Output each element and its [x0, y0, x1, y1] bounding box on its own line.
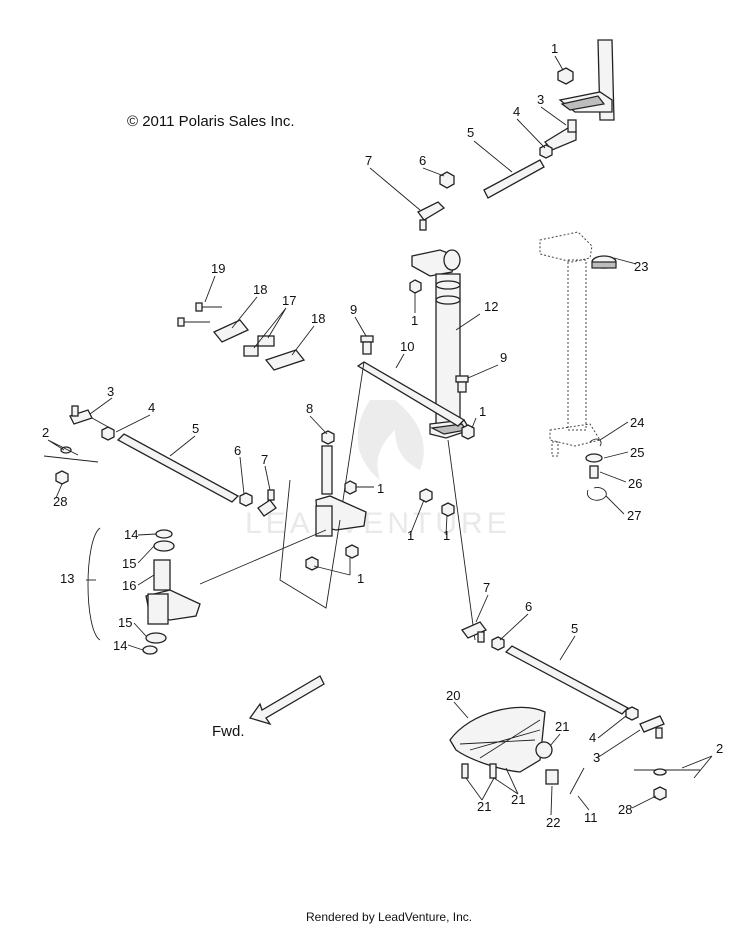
- callout-4: 4: [513, 104, 520, 119]
- callout-6: 6: [525, 599, 532, 614]
- callout-7: 7: [483, 580, 490, 595]
- callout-27: 27: [627, 508, 641, 523]
- callout-28: 28: [53, 494, 67, 509]
- callout-16: 16: [122, 578, 136, 593]
- callout-22: 22: [546, 815, 560, 830]
- exploded-post-view: [539, 231, 617, 501]
- callout-5: 5: [192, 421, 199, 436]
- callout-25: 25: [630, 445, 644, 460]
- left-tie-rod-assembly: [43, 405, 277, 517]
- callout-8: 8: [306, 401, 313, 416]
- callout-3: 3: [593, 750, 600, 765]
- callout-19: 19: [211, 261, 225, 276]
- clamp-assembly: [177, 302, 306, 371]
- footer-credit: Rendered by LeadVenture, Inc.: [306, 910, 472, 924]
- callout-3: 3: [107, 384, 114, 399]
- callout-5: 5: [467, 125, 474, 140]
- callout-2: 2: [716, 741, 723, 756]
- callout-6: 6: [419, 153, 426, 168]
- skid-plate-assembly: [449, 706, 585, 795]
- watermark-text: LEADVENTURE: [245, 507, 511, 540]
- leader-lines: [47, 55, 713, 816]
- callout-26: 26: [628, 476, 642, 491]
- callout-20: 20: [446, 688, 460, 703]
- callout-1: 1: [551, 41, 558, 56]
- callout-4: 4: [148, 400, 155, 415]
- callout-1: 1: [407, 528, 414, 543]
- callout-1: 1: [479, 404, 486, 419]
- callout-9: 9: [350, 302, 357, 317]
- callout-17: 17: [282, 293, 296, 308]
- callout-15: 15: [122, 556, 136, 571]
- callout-4: 4: [589, 730, 596, 745]
- callout-7: 7: [261, 452, 268, 467]
- lower-tie-rod-assembly: [460, 621, 700, 801]
- callout-1: 1: [357, 571, 364, 586]
- upper-tie-rod-assembly: [417, 39, 615, 231]
- callout-12: 12: [484, 299, 498, 314]
- spindle-bracket-assembly: [199, 430, 367, 609]
- callout-14: 14: [113, 638, 127, 653]
- callout-3: 3: [537, 92, 544, 107]
- callout-1: 1: [411, 313, 418, 328]
- callout-1: 1: [443, 528, 450, 543]
- callout-21: 21: [477, 799, 491, 814]
- callout-9: 9: [500, 350, 507, 365]
- callout-15: 15: [118, 615, 132, 630]
- callout-11: 11: [584, 810, 598, 825]
- callout-18: 18: [311, 311, 325, 326]
- callout-23: 23: [634, 259, 648, 274]
- callout-1: 1: [377, 481, 384, 496]
- forward-label: Fwd.: [212, 723, 245, 740]
- watermark: LEADVENTURE: [245, 400, 511, 540]
- callout-21: 21: [555, 719, 569, 734]
- callout-labels: 1 1 1 1 1 1 1 1 2 2 3 3 3 4 4 4 5 5 5 6 …: [42, 41, 723, 830]
- steering-post-assembly: [339, 249, 476, 641]
- callout-7: 7: [365, 153, 372, 168]
- group-13-assembly: [87, 527, 201, 655]
- callout-24: 24: [630, 415, 644, 430]
- callout-5: 5: [571, 621, 578, 636]
- callout-6: 6: [234, 443, 241, 458]
- forward-arrow: [248, 675, 325, 726]
- callout-14: 14: [124, 527, 138, 542]
- callout-28: 28: [618, 802, 632, 817]
- callout-2: 2: [42, 425, 49, 440]
- callout-10: 10: [400, 339, 414, 354]
- callout-21: 21: [511, 792, 525, 807]
- callout-13: 13: [60, 571, 74, 586]
- copyright-text: © 2011 Polaris Sales Inc.: [127, 113, 295, 130]
- callout-18: 18: [253, 282, 267, 297]
